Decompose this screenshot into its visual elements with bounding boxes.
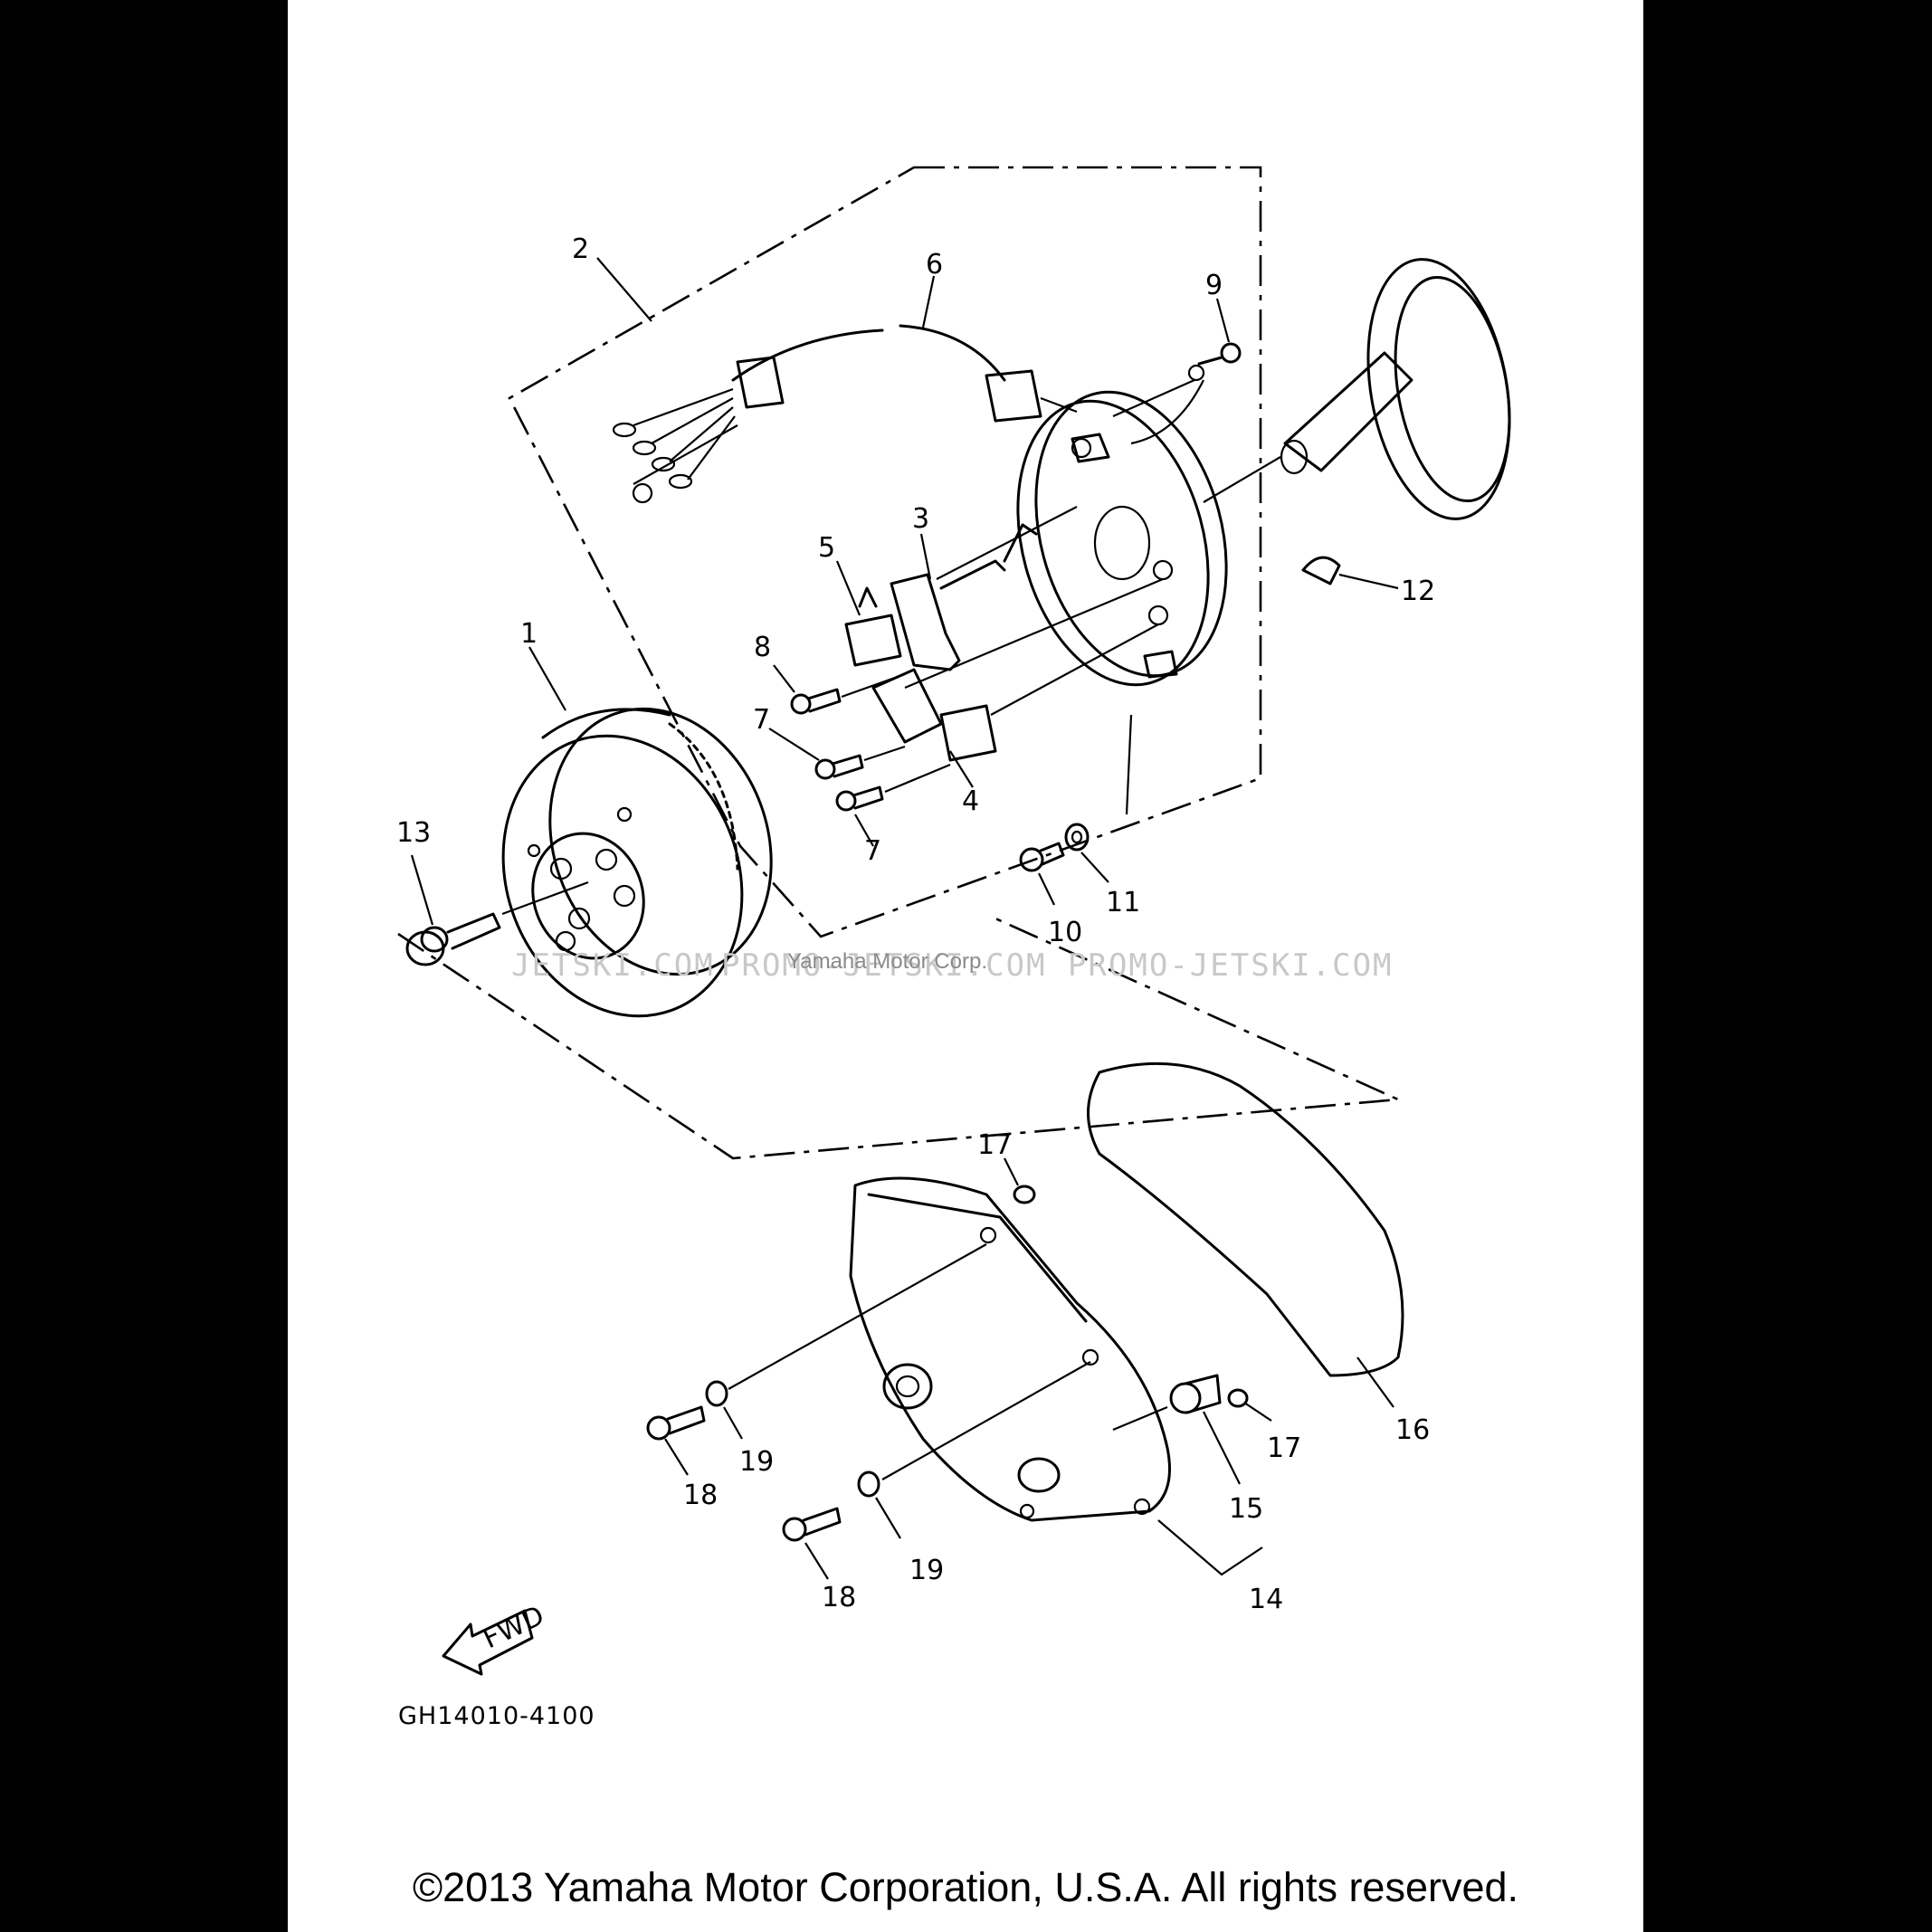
dowel-pin-17a [1013,1185,1036,1204]
leader-18b [804,1542,829,1580]
axis-bolt-18b [881,1361,1091,1480]
leader-1 [528,646,566,711]
figure-code: GH14010-4100 [398,1702,595,1730]
stator-screw-7b [835,785,884,812]
leader-18a [664,1438,689,1476]
callout-6: 6 [926,249,943,281]
callout-4: 4 [962,785,979,817]
callout-15: 15 [1229,1493,1263,1525]
dowel-pin-17b [1227,1388,1249,1408]
axis-flywheel [501,880,589,916]
callout-5: 5 [818,532,835,564]
leader-15 [1203,1411,1241,1485]
watermark-credit: Yamaha Motor Corp. [787,949,987,974]
ignition-coil [844,586,902,667]
callout-1: 1 [520,618,538,650]
callout-13: 13 [396,817,431,849]
ground-wire [1130,379,1204,445]
woodruff-key [1301,556,1341,585]
ground-screw [1187,342,1242,382]
leader-17a [1004,1157,1019,1186]
callout-9: 9 [1205,270,1223,301]
stator-screw-7a [814,754,864,780]
callout-17a: 17 [977,1129,1012,1161]
callout-18a: 18 [683,1480,718,1511]
leader-16 [1356,1356,1394,1408]
copyright-notice: ©2013 Yamaha Motor Corporation, U.S.A. A… [412,1864,1519,1910]
flywheel [501,707,773,1018]
stator-screw-8 [790,688,842,715]
leader-14 [1157,1519,1263,1576]
leader-3 [919,533,932,580]
stator-assembly-frame [508,166,1262,938]
leader-17b [1243,1402,1272,1422]
callout-17b: 17 [1267,1432,1301,1464]
leader-2 [596,257,652,322]
watermark-middle: PROMO-JETSKI.COM [721,947,1047,984]
callout-10: 10 [1048,917,1082,948]
leader-19b [875,1497,901,1539]
diagram-sheet [288,0,1643,1932]
callout-8: 8 [754,632,771,663]
bushing-15 [1169,1374,1222,1414]
cover-gasket [1087,1061,1404,1377]
watermark-left: JETSKI.COM [511,947,715,984]
leader-10 [1038,872,1055,906]
leader-4 [949,750,974,788]
axis-screw-7b [884,763,951,794]
callout-3: 3 [912,503,929,535]
charge-coil [871,577,1164,762]
leader-5 [835,560,861,616]
callout-11: 11 [1106,887,1140,918]
callout-19a: 19 [739,1446,774,1478]
washer-11 [1064,823,1090,852]
fwd-arrow-icon: FWD [442,1600,549,1676]
screw-10 [1019,842,1065,872]
leader-11 [1080,852,1109,883]
callout-16: 16 [1395,1414,1430,1446]
washer-19a [705,1380,728,1407]
axis-bolt-18a [728,1243,987,1390]
washer-19b [857,1470,880,1498]
leader-8 [773,664,795,693]
leader-7b [854,814,874,847]
flywheel-assembly-frame [397,917,1404,1160]
callout-2: 2 [572,233,589,265]
leader-6 [921,275,936,328]
axis-collar [1203,456,1281,503]
flywheel-cover [849,1176,1171,1522]
axis-screw-7a [863,745,906,762]
crankshaft-collar [1280,258,1511,520]
callout-19b: 19 [909,1555,944,1586]
stator-base-plate [1016,390,1228,687]
callout-7a: 7 [753,704,770,736]
callout-12: 12 [1401,576,1435,607]
watermark-right: PROMO-JETSKI.COM [1068,947,1394,984]
wire-harness [612,324,1078,504]
cover-bolt-18a [646,1405,706,1441]
leader-12 [1338,573,1399,590]
leader-7a [768,728,820,761]
axis-screw-10 [1125,714,1133,815]
callout-7b: 7 [864,835,881,867]
callout-18b: 18 [822,1582,856,1613]
leader-19a [723,1406,743,1440]
leader-9 [1215,298,1231,343]
flywheel-bolt [405,912,501,966]
axis-screw-9 [1112,378,1195,418]
axis-bushing [1112,1405,1168,1432]
pulser-coil [890,506,1078,671]
cover-bolt-18b [782,1507,842,1542]
leader-13 [410,854,434,926]
callout-14: 14 [1249,1584,1283,1615]
axis-screw-8 [841,672,906,699]
